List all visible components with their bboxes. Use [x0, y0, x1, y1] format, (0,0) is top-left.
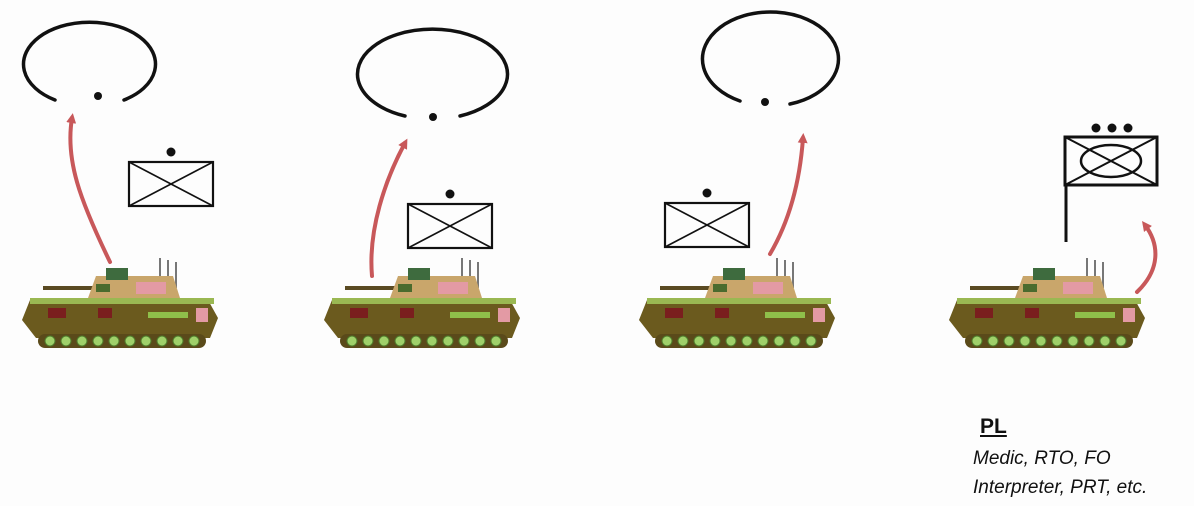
squad-3: [638, 10, 841, 349]
squad-2: [323, 27, 521, 349]
ifv-vehicle-icon: [948, 257, 1146, 349]
ifv-vehicle-icon: [21, 257, 219, 349]
movement-arrow-icon: [369, 138, 408, 278]
movement-arrow-icon: [768, 133, 808, 256]
objective-dot: [761, 98, 769, 106]
pl-roles-line-1: Medic, RTO, FO: [973, 448, 1111, 469]
ellipse-formation-icon: [21, 20, 158, 102]
objective-dot: [94, 92, 102, 100]
movement-arrow-icon: [66, 113, 112, 264]
ifv-vehicle-icon: [323, 257, 521, 349]
pl-roles-line-2: Interpreter, PRT, etc.: [973, 477, 1148, 498]
movement-arrow-icon: [1135, 220, 1158, 294]
ellipse-formation-icon: [355, 27, 510, 118]
objective-dot: [429, 113, 437, 121]
infantry-unit-symbol-icon: [406, 188, 494, 250]
ellipse-formation-icon: [700, 10, 841, 106]
infantry-unit-symbol-icon: [127, 146, 215, 208]
ifv-vehicle-icon: [638, 257, 836, 349]
squad-1: [21, 20, 219, 349]
platoon-leader-label: PL: [980, 415, 1007, 438]
infantry-unit-symbol-icon: [663, 187, 751, 249]
infantry-platoon-hq-flag-icon: [1063, 123, 1159, 242]
platoon-hq: [948, 123, 1159, 349]
